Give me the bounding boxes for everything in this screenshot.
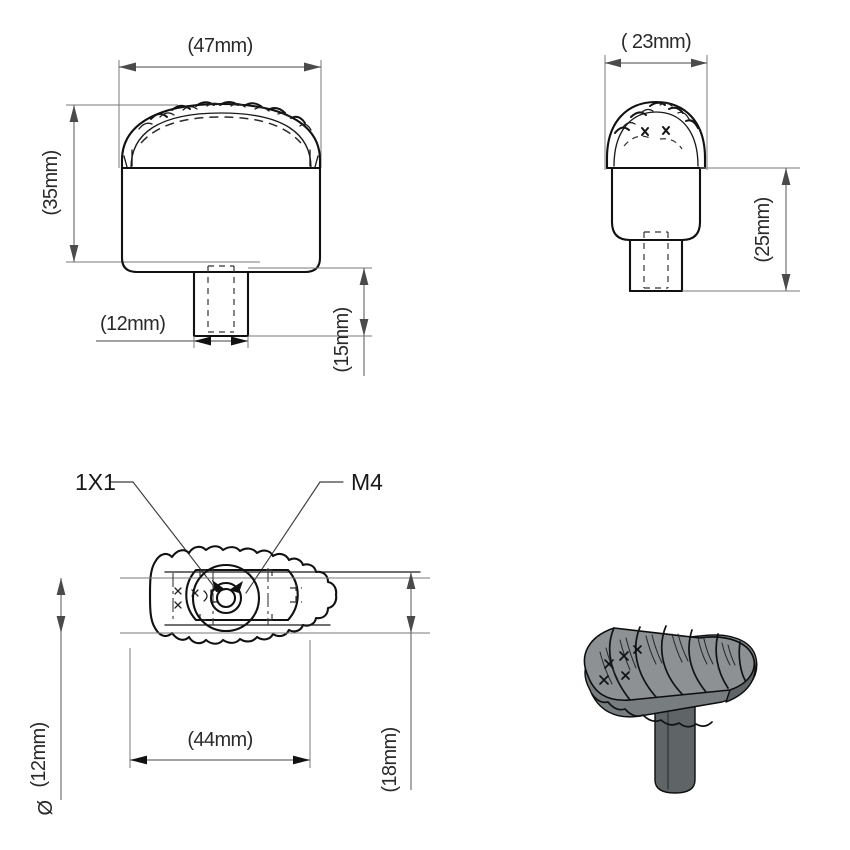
arrow-top-25 [781, 168, 791, 185]
front-stem-width-label: (12mm) [100, 313, 165, 335]
isometric-3d-view [583, 625, 758, 794]
front-width-label: (47mm) [187, 35, 252, 57]
arrow-bottom-35 [69, 245, 79, 262]
iso-right-facets [725, 659, 756, 703]
arrow-left-47 [119, 62, 136, 72]
chamfer-callout-label: 1X1 [75, 469, 116, 495]
plan-diameter-label: (12mm) [28, 722, 50, 787]
diameter-symbol: Ø [35, 800, 57, 815]
arrow-left-44 [130, 755, 147, 765]
arrow-bottom-15 [359, 319, 369, 336]
plan-scallop-outline [148, 545, 338, 645]
plan-hole-inner-circle [215, 587, 237, 609]
front-stem-height-label: (15mm) [331, 307, 353, 372]
iso-rosette-pattern [599, 645, 642, 685]
front-stem-outline [192, 270, 250, 338]
side-knurl-cross-marks [641, 126, 670, 136]
arrow-top-35 [69, 105, 79, 122]
plan-chamfer-wedge-right [229, 581, 243, 593]
arrow-right-44 [293, 755, 310, 765]
plan-hole-mid-circle [209, 581, 243, 615]
iso-knurl-rows [608, 625, 747, 701]
plan-width-label: (18mm) [379, 727, 401, 792]
side-cap-hidden-arcs [623, 135, 683, 150]
arrow-top-15 [359, 268, 369, 285]
arrow-bottom-25 [781, 274, 791, 291]
arrow-bottom-12dia [56, 616, 66, 633]
front-height-label: (35mm) [40, 150, 62, 215]
side-stem-outline [628, 238, 684, 293]
arrow-top-18 [406, 572, 416, 589]
thread-callout-label: M4 [351, 469, 383, 495]
side-elevation-view: ( 23mm) [604, 31, 800, 293]
front-cap-side-ticks [123, 149, 319, 168]
side-height-label: (25mm) [752, 197, 774, 262]
arrow-right-47 [304, 62, 321, 72]
side-knurl-band [614, 101, 699, 134]
side-width-label: ( 23mm) [621, 31, 691, 53]
front-cap-inner-contour [130, 112, 312, 169]
plan-top-view: 1X1 M4 [28, 469, 430, 815]
arrow-right-23 [691, 58, 707, 68]
front-cap-hidden-arc [140, 116, 302, 144]
arrow-left-12 [194, 336, 211, 346]
front-elevation-view: (47mm) (35mm) [40, 35, 372, 376]
plan-boss-outer-circle [191, 563, 261, 633]
side-collar-outline [610, 166, 702, 242]
plan-hidden-centerlines [172, 568, 269, 625]
front-stem-hidden-bore [207, 265, 235, 333]
arrow-left-23 [605, 58, 621, 68]
front-collar-outline [120, 166, 322, 274]
front-knurl-detail [138, 102, 312, 131]
arrow-right-12 [231, 336, 248, 346]
plan-length-label: (44mm) [187, 729, 252, 751]
side-cap-inner-contour [613, 111, 699, 167]
arrow-top-12dia [56, 578, 66, 595]
chamfer-leader-slant [132, 481, 220, 594]
arrow-bottom-18 [406, 616, 416, 633]
plan-chamfer-wedge-left [212, 580, 226, 592]
iso-cap-scallop-edge [591, 693, 713, 728]
thread-leader-slant [245, 481, 321, 594]
side-stem-hidden-bore [643, 231, 669, 289]
iso-stem [654, 705, 696, 794]
plan-inner-stadium [185, 568, 299, 622]
